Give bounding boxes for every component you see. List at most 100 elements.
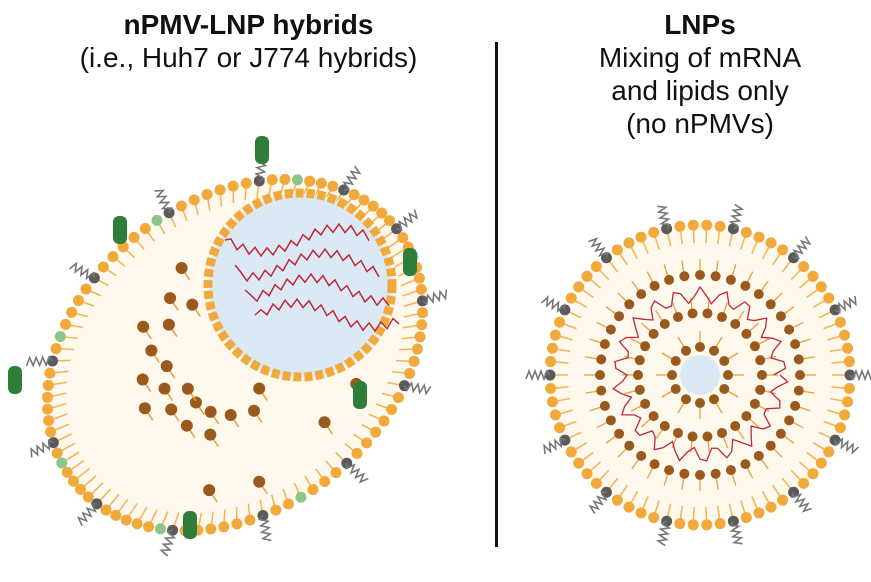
- ionizable-lipid: [165, 403, 178, 416]
- ionizable-lipid: [755, 384, 766, 395]
- peg-chain: [834, 295, 857, 314]
- ionizable-lipid: [716, 427, 727, 438]
- lipid-head: [131, 518, 143, 530]
- lipid-head: [279, 173, 291, 185]
- peg-chain: [525, 368, 551, 382]
- ionizable-lipid: [659, 318, 670, 329]
- ionizable-lipid: [755, 355, 766, 366]
- lipid-head: [687, 219, 699, 231]
- peg-chain: [258, 515, 273, 542]
- ionizable-lipid: [710, 468, 721, 479]
- lipid-head: [623, 501, 635, 513]
- lipid-head: [714, 220, 726, 232]
- ionizable-lipid: [160, 360, 173, 373]
- lipid-head: [367, 200, 379, 212]
- lipid-head: [590, 261, 602, 273]
- ionizable-lipid: [636, 289, 647, 300]
- lipid-head: [834, 316, 846, 328]
- peg-chain: [540, 295, 566, 313]
- lipid-head: [648, 512, 660, 524]
- lipid-head: [545, 356, 557, 368]
- lipid-head: [740, 512, 752, 524]
- ionizable-lipid: [224, 409, 237, 422]
- ionizable-lipid: [681, 345, 691, 356]
- ionizable-lipid: [740, 280, 751, 291]
- ionizable-lipid: [649, 280, 660, 291]
- ionizable-lipid: [605, 415, 616, 426]
- peg-chain: [792, 236, 812, 259]
- peg-chain: [154, 189, 173, 214]
- ionizable-lipid: [204, 405, 217, 418]
- ionizable-lipid: [605, 324, 616, 335]
- lipid-head: [839, 409, 851, 421]
- ionizable-lipid: [716, 312, 727, 323]
- mrna-strand: [612, 285, 789, 462]
- ionizable-lipid: [775, 428, 786, 439]
- membrane-protein: [255, 136, 269, 164]
- ionizable-lipid: [648, 328, 659, 339]
- ionizable-lipid: [633, 370, 643, 380]
- lipid-head: [75, 483, 87, 495]
- lipid-head: [554, 316, 566, 328]
- lipid-head: [283, 498, 295, 510]
- lipid-head: [611, 244, 623, 256]
- peg-chain: [30, 439, 54, 458]
- nanovesicle-core: [203, 188, 397, 382]
- hybrid-heading: nPMV-LNP hybrids (i.e., Huh7 or J774 hyb…: [0, 8, 497, 74]
- lnp-particle: [525, 203, 871, 547]
- ionizable-lipid: [318, 416, 331, 429]
- membrane-protein: [8, 366, 22, 394]
- lipid-head: [214, 184, 226, 196]
- lipid-head: [304, 175, 316, 187]
- lipid-head: [714, 518, 726, 530]
- ionizable-lipid: [204, 428, 217, 441]
- lipid-head: [701, 219, 713, 231]
- lipid-head: [415, 283, 427, 295]
- ionizable-lipid: [793, 385, 804, 396]
- ionizable-lipid: [695, 342, 705, 352]
- lipid-head: [60, 318, 72, 330]
- ionizable-lipid: [164, 292, 177, 305]
- lipid-head: [188, 194, 200, 206]
- ionizable-lipid: [599, 339, 610, 350]
- lipid-head: [154, 523, 166, 535]
- mrna-strand: [234, 247, 380, 283]
- ionizable-lipid: [640, 341, 651, 352]
- peg-chain: [728, 520, 744, 545]
- lipid-head: [201, 188, 213, 200]
- membrane-protein: [403, 248, 417, 276]
- ionizable-lipid: [186, 298, 199, 311]
- peg-chain: [421, 289, 448, 306]
- ionizable-lipid: [719, 384, 730, 394]
- lipid-head: [358, 194, 370, 206]
- lipid-head: [843, 356, 855, 368]
- lipid-head: [295, 491, 307, 503]
- lipid-head: [376, 207, 388, 219]
- ionizable-lipid: [175, 261, 188, 274]
- lipid-head: [581, 468, 593, 480]
- ionizable-lipid: [137, 320, 150, 333]
- ionizable-lipid: [790, 400, 801, 411]
- lipid-head: [175, 200, 187, 212]
- lipid-head: [753, 507, 765, 519]
- ionizable-lipid: [784, 415, 795, 426]
- ionizable-lipid: [253, 475, 266, 488]
- lipid-head: [205, 523, 217, 535]
- ionizable-lipid: [634, 384, 645, 395]
- lnp-line-1: Mixing of mRNA: [598, 42, 802, 73]
- lipid-head: [54, 330, 66, 342]
- hybrid-subtitle: (i.e., Huh7 or J774 hybrids): [79, 42, 418, 73]
- lipid-head: [348, 189, 360, 201]
- ionizable-lipid: [741, 411, 752, 422]
- lipid-head: [143, 521, 155, 533]
- ionizable-lipid: [793, 354, 804, 365]
- lipid-head: [80, 283, 92, 295]
- lipid-head: [66, 306, 78, 318]
- lipid-head: [807, 468, 819, 480]
- peg-chain: [69, 261, 96, 281]
- lipid-head: [45, 426, 57, 438]
- lipid-head: [139, 223, 151, 235]
- peg-chain: [345, 463, 369, 484]
- ionizable-lipid: [659, 421, 670, 432]
- lipid-head: [546, 342, 558, 354]
